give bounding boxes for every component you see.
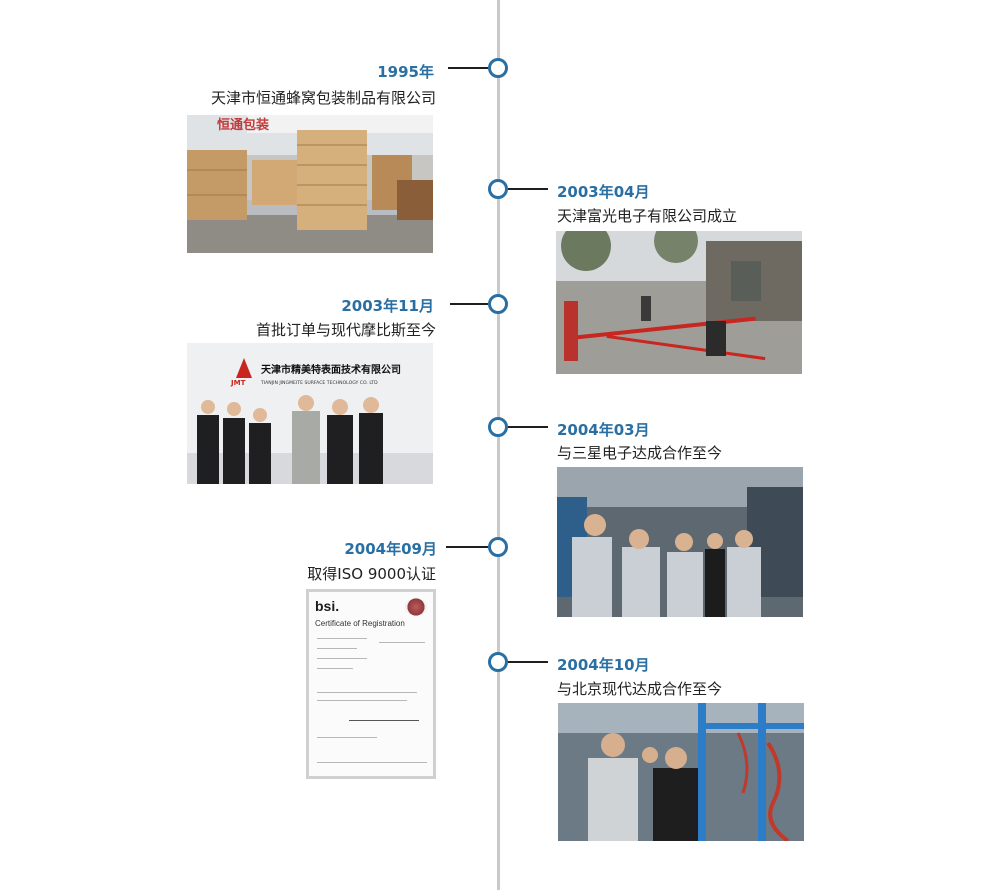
event-photo-factory-visit [557, 467, 803, 617]
timeline-axis [497, 0, 500, 890]
event-connector [508, 661, 548, 663]
event-year: 2004年10月 [557, 656, 650, 674]
cert-brand: bsi. [315, 598, 340, 614]
cert-line [317, 638, 367, 639]
event-connector [508, 426, 548, 428]
event-connector [508, 188, 548, 190]
cert-line [379, 642, 425, 643]
event-description: 首批订单与现代摩比斯至今 [255, 321, 436, 339]
event-description: 与北京现代达成合作至今 [557, 680, 723, 698]
timeline-node [488, 652, 508, 672]
event-photo-group-office: JMT 天津市精美特表面技术有限公司 TIANJIN JINGMEITE SUR… [187, 343, 433, 484]
event-year: 2003年11月 [341, 297, 434, 315]
timeline-node [488, 294, 508, 314]
timeline-node [488, 417, 508, 437]
timeline-node [488, 537, 508, 557]
cert-seal-icon [405, 598, 427, 616]
cert-title: Certificate of Registration [315, 619, 405, 628]
company-name-cn: 天津市精美特表面技术有限公司 [261, 363, 401, 376]
event-description: 天津富光电子有限公司成立 [557, 207, 738, 225]
cert-line [317, 762, 427, 763]
event-connector [446, 546, 488, 548]
event-year: 1995年 [377, 63, 434, 81]
event-description: 取得ISO 9000认证 [307, 565, 436, 583]
event-year: 2004年09月 [344, 540, 437, 558]
cert-line [317, 648, 357, 649]
iso-certificate-image: bsi. Certificate of Registration [306, 589, 436, 779]
company-name-en: TIANJIN JINGMEITE SURFACE TECHNOLOGY CO.… [260, 380, 378, 386]
event-connector [448, 67, 488, 69]
jmt-logo: JMT [230, 379, 246, 387]
cert-line [317, 737, 377, 738]
cert-line [317, 658, 367, 659]
cert-line [317, 692, 417, 693]
cert-line [317, 668, 353, 669]
event-connector [450, 303, 488, 305]
cert-line [317, 700, 407, 701]
event-year: 2004年03月 [557, 421, 650, 439]
event-photo-production-line [558, 703, 804, 841]
event-year: 2003年04月 [557, 183, 650, 201]
warehouse-sign: 恒通包装 [217, 117, 269, 133]
event-photo-warehouse: 恒通包装 [187, 115, 433, 253]
timeline-node [488, 179, 508, 199]
event-description: 天津市恒通蜂窝包装制品有限公司 [210, 89, 436, 107]
cert-signature [349, 720, 419, 721]
event-photo-street [556, 231, 802, 374]
timeline-node [488, 58, 508, 78]
event-description: 与三星电子达成合作至今 [557, 444, 723, 462]
